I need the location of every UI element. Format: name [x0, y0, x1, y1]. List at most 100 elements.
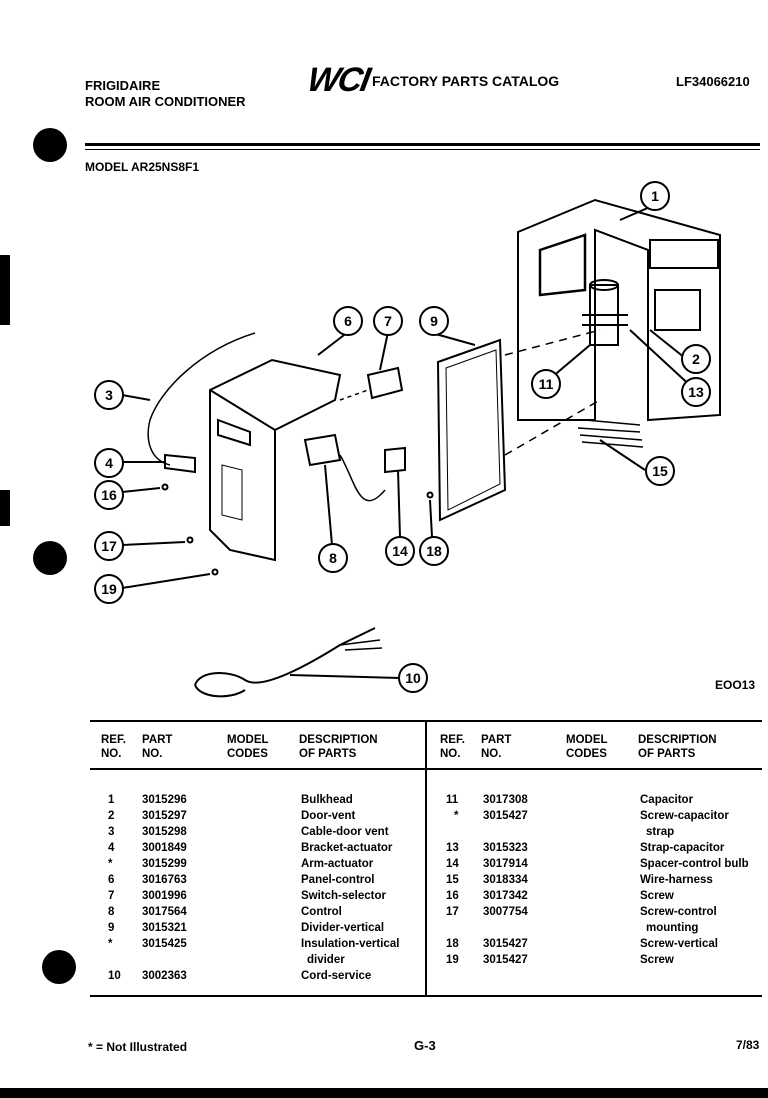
table-cell: 9 [108, 922, 115, 934]
table-cell: 7 [108, 890, 115, 902]
not-illustrated-note: * = Not Illustrated [88, 1040, 188, 1054]
callout-8: 8 [318, 543, 348, 573]
left-desc-column: Bulkhead Door-vent Cable-door vent Brack… [301, 792, 399, 984]
diagram-code: EOO13 [715, 678, 756, 692]
bracket-actuator-part [164, 453, 196, 474]
table-cell: 11 [446, 794, 459, 806]
table-cell: 3015299 [142, 858, 187, 870]
callout-15: 15 [645, 456, 675, 486]
control-panel-part [209, 358, 342, 562]
left-codes-header: MODEL CODES [227, 734, 269, 760]
table-cell: * [108, 938, 113, 950]
callout-4: 4 [94, 448, 124, 478]
table-cell [142, 952, 187, 968]
wci-logo: WCI [304, 61, 372, 99]
screw-19 [211, 568, 219, 576]
table-cell [446, 920, 459, 936]
table-cell: Screw [640, 890, 674, 902]
right-part-header: PART NO. [481, 734, 512, 760]
vent-door-part [654, 289, 701, 331]
callout-10: 10 [398, 663, 428, 693]
table-divider [425, 720, 427, 997]
callout-3: 3 [94, 380, 124, 410]
table-cell: Door-vent [301, 810, 356, 822]
binder-hole-top [33, 128, 67, 162]
right-ref-column: 11 * 13 14 15 16 17 18 19 [446, 792, 459, 968]
table-cell: Screw-capacitor [640, 810, 729, 822]
control-part [303, 433, 342, 467]
table-cell: 3 [108, 826, 115, 838]
bottom-scan-border [0, 1088, 768, 1098]
right-part-column: 3017308 3015427 3015323 3017914 3018334 … [483, 792, 528, 968]
table-cell: 13 [446, 842, 459, 854]
table-cell: Screw [640, 954, 674, 966]
table-cell: Screw-control [640, 906, 717, 918]
table-cell: divider [307, 954, 345, 966]
table-cell: Capacitor [640, 794, 694, 806]
table-cell: * [108, 858, 113, 870]
table-cell: Switch-selector [301, 890, 386, 902]
header-rule-thick [85, 143, 760, 146]
table-cell: Control [301, 906, 342, 918]
table-cell: 3001996 [142, 890, 187, 902]
table-cell: 3017342 [483, 890, 528, 902]
callout-13: 13 [681, 377, 711, 407]
table-cell: 14 [446, 858, 459, 870]
callout-16: 16 [94, 480, 124, 510]
table-cell [108, 952, 121, 968]
table-cell: strap [646, 826, 675, 838]
table-cell: 3015321 [142, 922, 187, 934]
table-cell: Insulation-vertical [301, 938, 400, 950]
binder-hole-bottom [42, 950, 76, 984]
screw-18 [426, 491, 434, 499]
model-number: MODEL AR25NS8F1 [85, 160, 200, 174]
exploded-parts-diagram [121, 198, 721, 698]
table-cell: 3017564 [142, 906, 187, 918]
right-desc-header: DESCRIPTION OF PARTS [638, 734, 717, 760]
scan-edge-mark [0, 490, 10, 526]
callout-19: 19 [94, 574, 124, 604]
revision-date: 7/83 [736, 1038, 760, 1052]
table-cell: Cord-service [301, 970, 372, 982]
service-cord-part [194, 627, 376, 686]
header-rule-thin [85, 149, 760, 150]
callout-9: 9 [419, 306, 449, 336]
table-cell: 3001849 [142, 842, 187, 854]
switch-selector-part [366, 366, 404, 400]
bulkhead-part [517, 198, 721, 422]
callout-17: 17 [94, 531, 124, 561]
left-part-header: PART NO. [142, 734, 173, 760]
table-cell: 3015427 [483, 954, 528, 966]
table-cell [483, 824, 528, 840]
left-part-column: 3015296 3015297 3015298 3001849 3015299 … [142, 792, 187, 984]
table-cell: 3017308 [483, 794, 528, 806]
table-cell: 3015425 [142, 938, 187, 950]
table-cell: 15 [446, 874, 459, 886]
divider-vertical-part [436, 338, 507, 522]
table-cell: 19 [446, 954, 459, 966]
table-cell: 18 [446, 938, 459, 950]
callout-18: 18 [419, 536, 449, 566]
table-cell: 10 [108, 970, 121, 982]
table-cell [446, 824, 459, 840]
cable-part [147, 332, 256, 466]
spacer-control-bulb-part [384, 446, 406, 474]
table-cell: 3015323 [483, 842, 528, 854]
product-name: ROOM AIR CONDITIONER [85, 94, 246, 109]
left-ref-header: REF. NO. [101, 734, 126, 760]
table-cell [483, 920, 528, 936]
table-cell: Panel-control [301, 874, 375, 886]
table-cell: Bulkhead [301, 794, 353, 806]
callout-1: 1 [640, 181, 670, 211]
table-cell: 4 [108, 842, 115, 854]
table-cell: Cable-door vent [301, 826, 389, 838]
screw-16 [161, 483, 169, 491]
table-cell: 3016763 [142, 874, 187, 886]
table-cell: 16 [446, 890, 459, 902]
scan-edge-mark [0, 255, 10, 325]
table-cell: 3015298 [142, 826, 187, 838]
callout-2: 2 [681, 344, 711, 374]
binder-hole-middle [33, 541, 67, 575]
table-cell: 8 [108, 906, 115, 918]
table-cell: 3015427 [483, 938, 528, 950]
